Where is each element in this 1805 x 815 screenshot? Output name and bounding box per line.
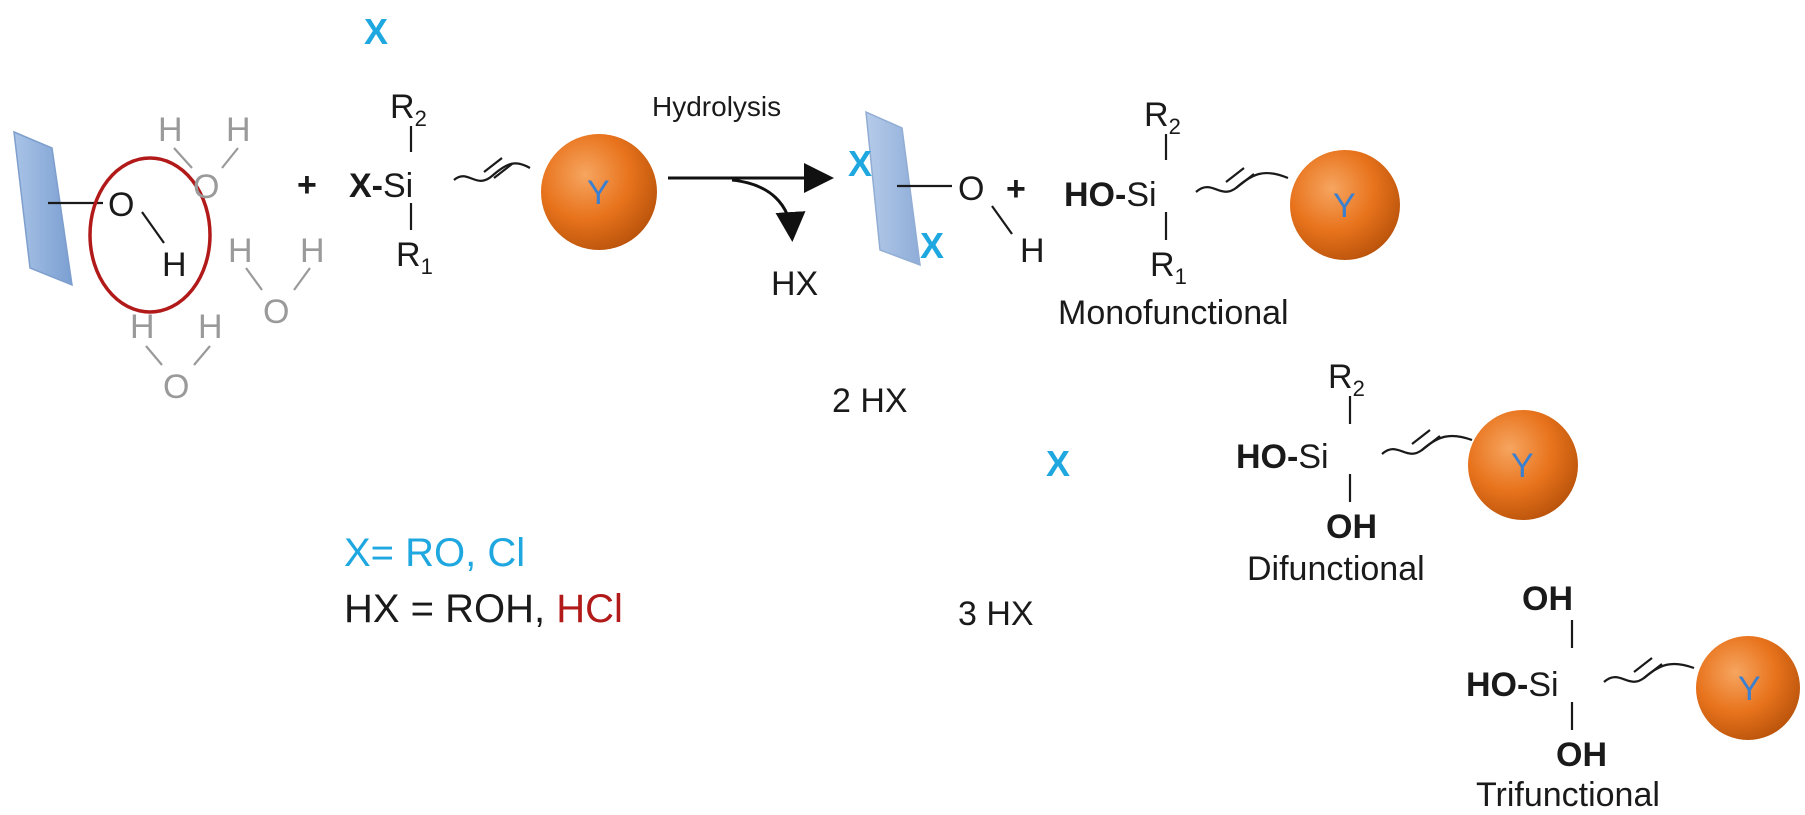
water2-bond1	[245, 267, 263, 291]
two-hx-label: 2 HX	[832, 382, 908, 420]
trifunctional-label: Trifunctional	[1476, 776, 1660, 814]
di-linker	[1381, 434, 1473, 455]
o-h-bond-left	[141, 211, 165, 244]
silane-x-si: X-Si	[349, 167, 413, 205]
mono-r1: R1	[1150, 246, 1187, 289]
difunctional-label: Difunctional	[1247, 550, 1425, 588]
mono-ho-si: HO-Si	[1064, 176, 1157, 214]
plus-sign-1: +	[297, 166, 317, 204]
left-surface-group: O H H H O H H O H H O	[13, 111, 325, 406]
difunctional-silane: R2 HO-Si OH Y Difunctional	[1236, 358, 1578, 588]
silane-linker-break1	[483, 157, 503, 173]
top-x-label: X	[364, 11, 388, 52]
functional-group-y-label-2: Y	[1333, 187, 1356, 225]
hydrolysis-side-arrow	[731, 178, 806, 242]
functional-group-y-sphere-4	[1696, 636, 1800, 740]
hydroxyl-h-left: H	[162, 246, 187, 284]
tri-linker	[1603, 662, 1695, 683]
three-hx-label: 3 HX	[958, 595, 1034, 633]
hx-byproduct-label: HX	[771, 265, 818, 303]
mono-r2: R2	[1144, 96, 1181, 139]
hydroxyl-o-right: O	[958, 170, 984, 208]
legend: X= RO, Cl HX = ROH, HCl	[344, 531, 623, 631]
tri-oh-bottom: OH	[1556, 736, 1607, 774]
hydroxyl-h-right: H	[1020, 232, 1045, 270]
silane-linker	[453, 162, 531, 182]
water2-o: O	[263, 293, 289, 331]
hydroxyl-o-left: O	[108, 186, 134, 224]
hydroxyl-highlight-circle	[88, 156, 212, 314]
silane-linker-break2	[493, 163, 513, 179]
o-h-bond-right	[991, 205, 1013, 235]
water2-bond2	[293, 267, 311, 291]
di-linker-break2	[1421, 435, 1441, 451]
surface-slab-left	[13, 130, 73, 287]
functional-group-y-sphere-3	[1468, 410, 1578, 520]
functional-group-y-label-1: Y	[587, 174, 610, 212]
silane-r2: R2	[390, 88, 427, 131]
di-ho-si: HO-Si	[1236, 438, 1329, 476]
water3-o: O	[163, 368, 189, 406]
plus-sign-2: +	[1006, 170, 1026, 208]
functional-group-y-label-3: Y	[1511, 447, 1534, 485]
middle-x-label: X	[1046, 443, 1070, 484]
di-r2: R2	[1328, 358, 1365, 401]
legend-x-definition: X= RO, Cl	[344, 531, 525, 575]
tri-linker-break1	[1633, 657, 1653, 673]
monofunctional-silane: R2 HO-Si R1 Y Monofunctional	[1058, 96, 1400, 332]
water3-h2: H	[198, 308, 223, 346]
mono-linker-break2	[1235, 173, 1255, 189]
product-surface-group: X X O H	[848, 110, 1045, 270]
tri-ho-si: HO-Si	[1466, 666, 1559, 704]
water1-o: O	[193, 168, 219, 206]
hydrolysis-label: Hydrolysis	[652, 91, 781, 122]
product-x-upper: X	[848, 143, 872, 184]
functional-group-y-sphere-2	[1290, 150, 1400, 260]
tri-linker-break2	[1643, 663, 1663, 679]
di-linker-break1	[1411, 429, 1431, 445]
di-oh: OH	[1326, 508, 1377, 546]
water1-bond2	[221, 147, 239, 169]
legend-hx-prefix: HX = ROH,	[344, 587, 556, 631]
hydrolysis-arrow-group: Hydrolysis HX	[652, 91, 834, 303]
trifunctional-silane: OH HO-Si OH Y Trifunctional	[1466, 580, 1800, 814]
functional-group-y-sphere-1	[541, 134, 657, 250]
water3-h1: H	[130, 308, 155, 346]
surface-slab-right	[865, 110, 921, 267]
monofunctional-label: Monofunctional	[1058, 294, 1289, 332]
tri-oh-top: OH	[1522, 580, 1573, 618]
water2-h1: H	[228, 232, 253, 270]
functional-group-y-label-4: Y	[1738, 670, 1761, 708]
legend-hcl: HCl	[556, 587, 623, 631]
legend-hx-definition: HX = ROH, HCl	[344, 587, 623, 631]
water3-bond1	[145, 345, 163, 366]
water1-h2: H	[226, 111, 251, 149]
silane-r1: R1	[396, 236, 433, 279]
product-x-lower: X	[920, 225, 944, 266]
water3-bond2	[193, 345, 211, 366]
water1-bond1	[173, 147, 193, 169]
water1-h1: H	[158, 111, 183, 149]
mono-linker	[1195, 171, 1289, 193]
silane-reagent: R2 X-Si R1 Y	[349, 88, 657, 279]
water2-h2: H	[300, 232, 325, 270]
mono-linker-break1	[1225, 167, 1245, 183]
